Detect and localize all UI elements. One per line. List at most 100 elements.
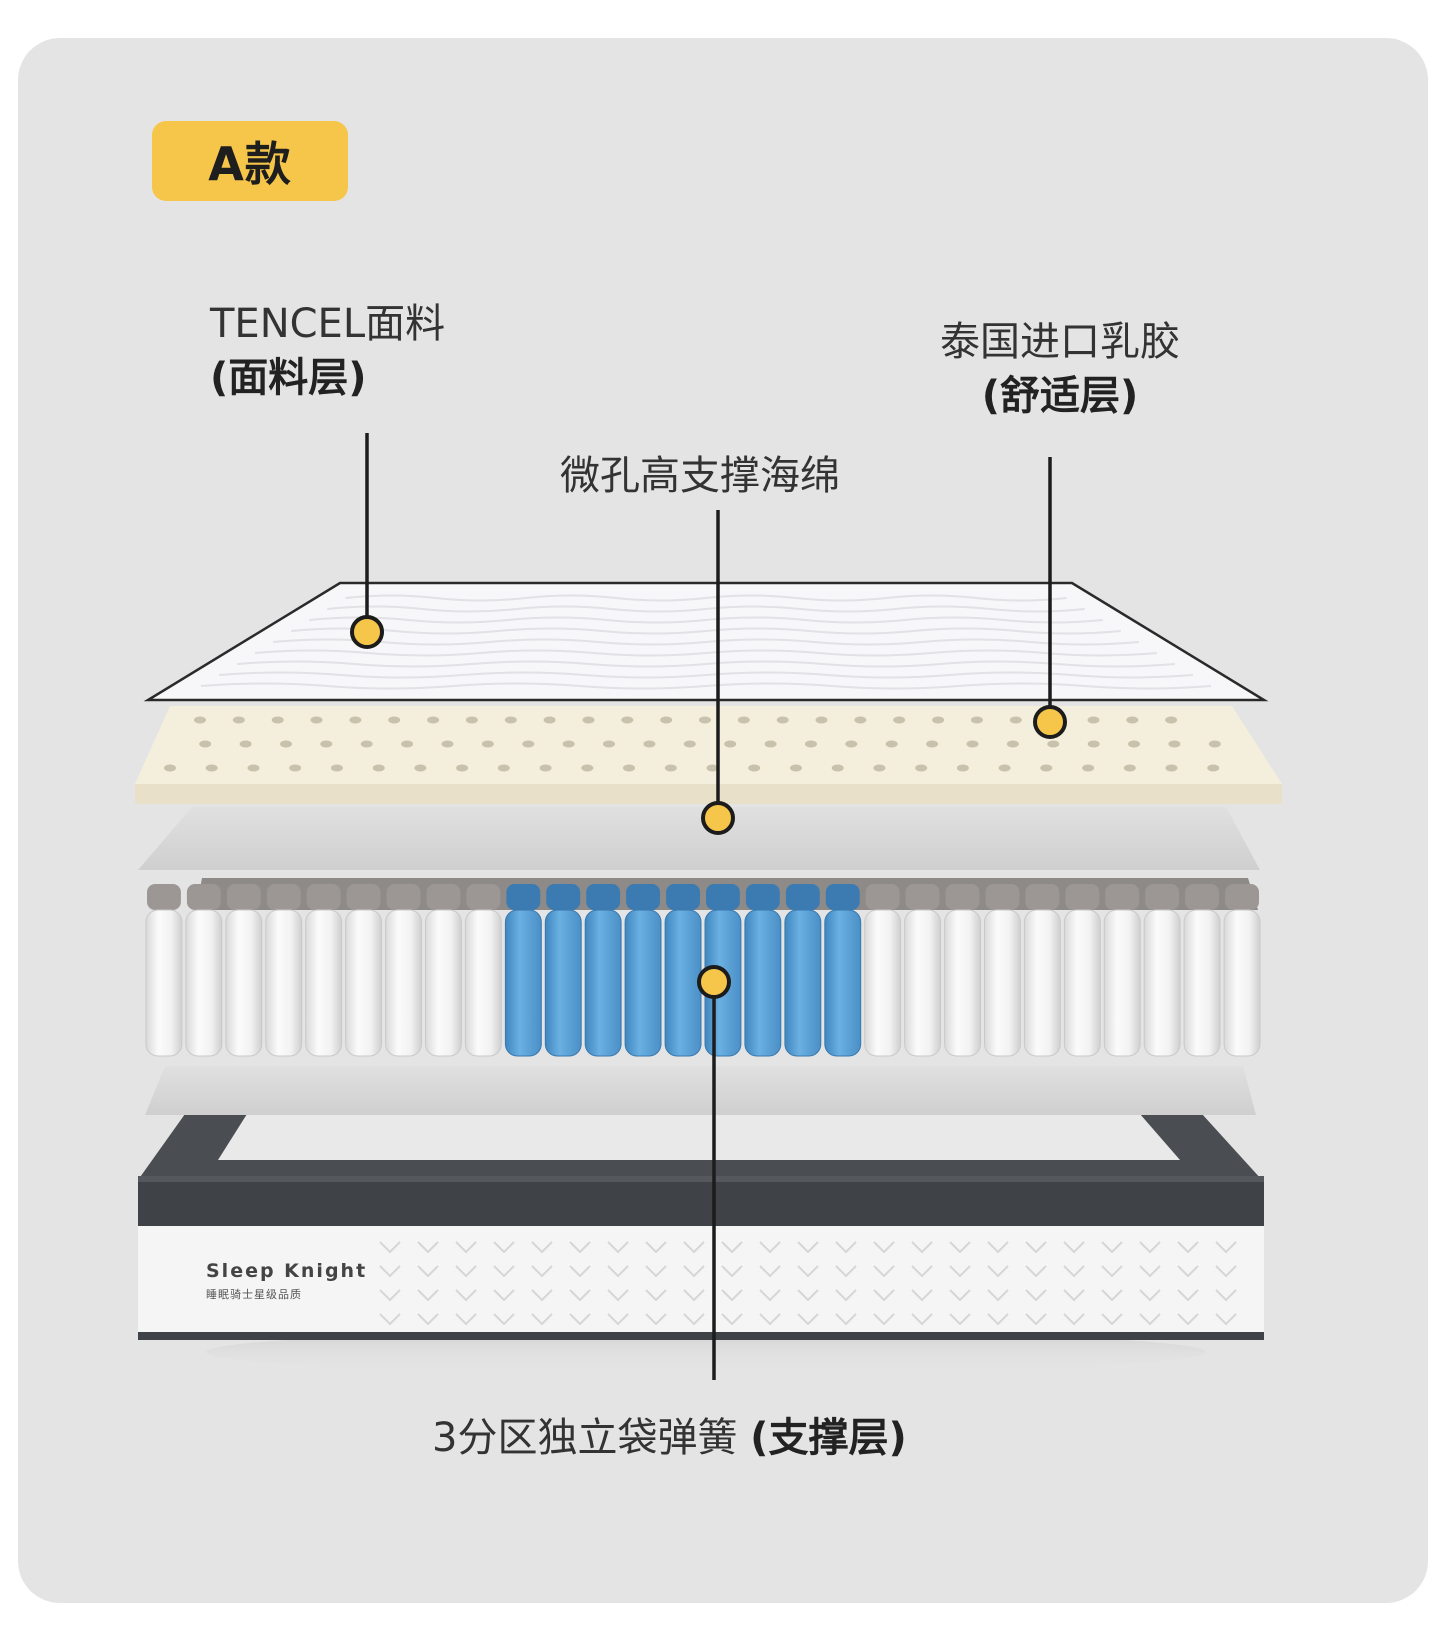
fabric-wave (345, 594, 1067, 602)
pocket-coil (864, 909, 902, 1057)
quilt-stitch (759, 1241, 781, 1254)
quilt-stitch (417, 1241, 439, 1254)
pocket-coil (265, 909, 303, 1057)
latex-pore (465, 716, 478, 724)
quilt-stitch (1025, 1289, 1047, 1302)
brand-logo: Sleep Knight (206, 1260, 367, 1282)
coil-top (945, 884, 980, 910)
fabric-wave (255, 649, 1157, 657)
latex-marker (1033, 705, 1067, 739)
latex-pore (737, 716, 750, 724)
quilt-stitch (721, 1265, 743, 1278)
quilt-stitch (645, 1241, 667, 1254)
quilt-stitch (455, 1313, 477, 1326)
latex-pore (790, 764, 802, 772)
coil-top (706, 884, 740, 910)
quilt-stitch (911, 1289, 933, 1302)
pocket-coil (345, 909, 383, 1057)
quilt-stitch (721, 1289, 743, 1302)
quilt-stitch (1177, 1265, 1199, 1278)
quilt-stitch (1025, 1265, 1047, 1278)
quilt-stitch (835, 1313, 857, 1326)
coil-top (1105, 884, 1140, 910)
latex-pore (1009, 716, 1022, 724)
quilt-stitch (1139, 1265, 1161, 1278)
cover-layer (143, 581, 1269, 702)
pocket-coil (145, 909, 183, 1057)
quilt-stitch (721, 1241, 743, 1254)
quilt-stitch (1063, 1289, 1085, 1302)
latex-pore (239, 740, 252, 748)
quilt-stitch (759, 1313, 781, 1326)
latex-pore (539, 764, 552, 772)
coil-top (905, 884, 940, 910)
latex-pore (372, 764, 385, 772)
quilt-stitch (493, 1241, 515, 1254)
latex-pore (1208, 740, 1221, 748)
latex-pore (456, 764, 469, 772)
latex-pore (205, 764, 218, 772)
quilt-stitch (683, 1289, 705, 1302)
latex-pore (289, 764, 302, 772)
coil-top (1025, 884, 1060, 910)
pocket-coil (584, 909, 622, 1057)
fabric-wave (200, 682, 1212, 690)
coil-top (186, 884, 221, 910)
quilt-stitch (987, 1265, 1009, 1278)
coil-top (825, 884, 860, 910)
quilt-stitch (835, 1265, 857, 1278)
latex-pore (706, 764, 719, 772)
latex-pore (320, 740, 333, 748)
latex-pore (998, 764, 1011, 772)
latex-label: 泰国进口乳胶 (舒适层) (920, 315, 1200, 423)
springs-title: 3分区独立袋弹簧 (432, 1415, 738, 1461)
latex-pore (683, 740, 696, 748)
springs-role: (支撑层) (750, 1415, 907, 1461)
pocket-coil (1223, 909, 1261, 1057)
pocket-coil (305, 909, 343, 1057)
latex-pore (603, 740, 615, 748)
quilt-stitch (1101, 1289, 1123, 1302)
quilt-stitch (607, 1313, 629, 1326)
quilt-stitch (645, 1313, 667, 1326)
pocket-coil (464, 909, 502, 1057)
latex-pore (623, 764, 635, 772)
coil-top (386, 884, 421, 910)
pocket-coil (1063, 909, 1101, 1057)
quilt-stitch (1063, 1313, 1085, 1326)
cover-title: TENCEL面料 (210, 301, 446, 347)
coil-top (466, 884, 501, 910)
quilt-stitch (1139, 1313, 1161, 1326)
pocket-coil (784, 909, 822, 1057)
latex-pore (885, 740, 898, 748)
quilt-stitch (607, 1241, 629, 1254)
quilt-stitch (1101, 1241, 1123, 1254)
spring-unit (145, 878, 1261, 1057)
quilt-stitch (1063, 1241, 1085, 1254)
quilt-stitch (493, 1313, 515, 1326)
quilt-stitch (569, 1313, 591, 1326)
quilt-stitch (455, 1265, 477, 1278)
coil-top (226, 884, 261, 910)
pocket-coil (1143, 909, 1181, 1057)
latex-pore (543, 716, 556, 724)
latex-pore (1207, 764, 1220, 772)
quilt-stitch (607, 1265, 629, 1278)
coil-top (785, 884, 820, 910)
cover-marker (350, 615, 384, 649)
pocket-coil (984, 909, 1021, 1057)
markers (350, 615, 1067, 999)
quilt-stitch (379, 1313, 401, 1326)
quilt-stitch (417, 1289, 439, 1302)
springs-marker (697, 965, 731, 999)
latex-pore (970, 716, 983, 724)
latex-pore (956, 764, 969, 772)
latex-pore (401, 740, 414, 748)
pocket-coil (185, 909, 223, 1057)
quilt-stitch (911, 1241, 933, 1254)
latex-pore (349, 716, 362, 724)
pocket-coil (624, 909, 662, 1057)
fabric-wave (218, 671, 1194, 679)
quilt-stitch (1215, 1313, 1237, 1326)
